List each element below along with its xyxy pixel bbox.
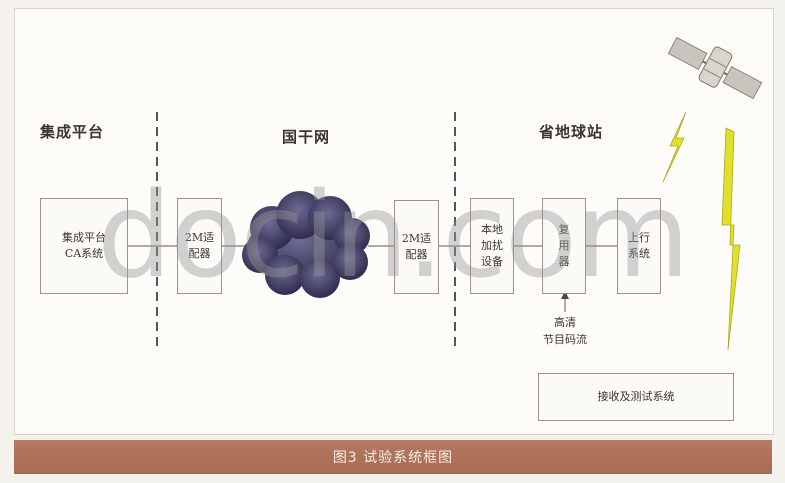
mux-label: 复 用 器 — [558, 223, 570, 268]
uplink-box: 上行 系统 — [617, 198, 661, 294]
section-title-left: 集成平台 — [40, 123, 105, 141]
adapter-right-box: 2M适 配器 — [394, 200, 439, 294]
receive-test-box: 接收及测试系统 — [538, 373, 734, 421]
ca-system-box: 集成平台 CA系统 — [40, 198, 128, 294]
mux-box: 复 用 器 — [542, 198, 586, 294]
arrow-up-icon — [561, 291, 569, 299]
section-title-middle: 国干网 — [282, 128, 331, 146]
cloud-icon — [242, 191, 370, 298]
ca-system-label: 集成平台 CA系统 — [62, 231, 106, 260]
section-title-right: 省地球站 — [539, 123, 604, 141]
satellite-icon — [667, 36, 763, 100]
local-insert-label: 本地 加扰 设备 — [481, 223, 503, 268]
adapter-right-label: 2M适 配器 — [401, 232, 432, 261]
adapter-left-box: 2M适 配器 — [177, 198, 222, 294]
lightning-icon — [662, 111, 741, 351]
adapter-left-label: 2M适 配器 — [184, 231, 215, 260]
uplink-label: 上行 系统 — [628, 231, 650, 260]
figure-caption: 图3 试验系统框图 — [332, 450, 454, 466]
hd-stream-label: 高清 节目码流 — [543, 316, 587, 346]
caption-bar: 图3 试验系统框图 — [14, 440, 772, 474]
receive-test-label: 接收及测试系统 — [597, 390, 675, 403]
local-insert-box: 本地 加扰 设备 — [470, 198, 514, 294]
